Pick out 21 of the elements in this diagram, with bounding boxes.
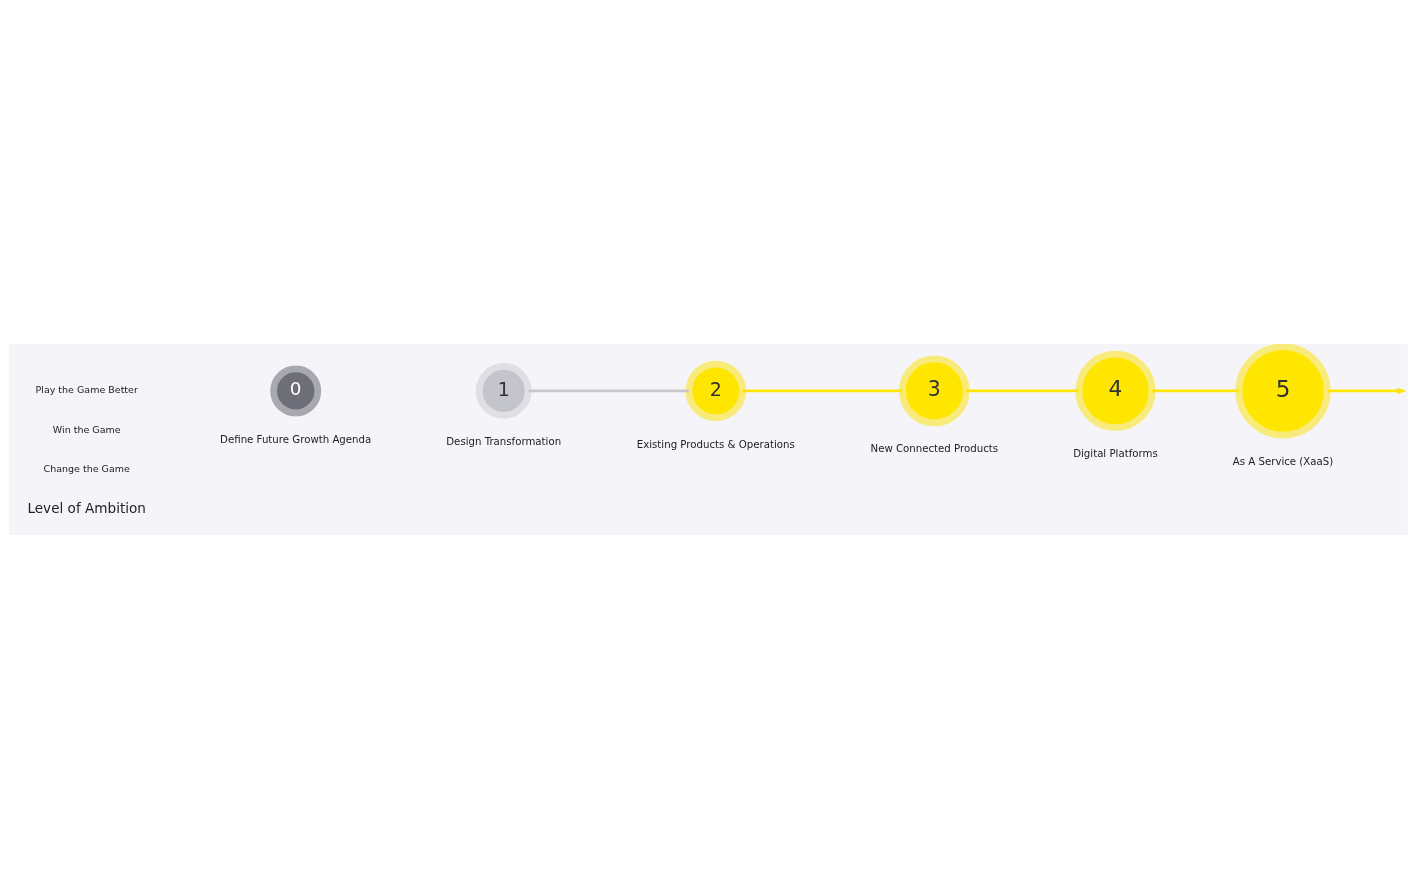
connector — [966, 389, 1079, 392]
label: Play the Game Better — [35, 383, 138, 395]
node-circle: 0 — [270, 364, 322, 416]
node-circle: 5 — [1235, 343, 1331, 438]
node-label: New Connected Products — [870, 442, 999, 454]
connector — [528, 389, 689, 392]
label: Win the Game — [52, 423, 121, 435]
node-circle: 1 — [475, 362, 532, 419]
connector — [742, 389, 903, 392]
node-label: Digital Platforms — [1073, 447, 1158, 459]
connector — [1152, 389, 1239, 392]
node-circle: 4 — [1075, 350, 1156, 431]
label: Change the Game — [43, 462, 130, 474]
node-circle: 3 — [898, 355, 970, 426]
node-label: Define Future Growth Agenda — [220, 433, 372, 445]
arrow — [1327, 387, 1407, 394]
node-label: As A Service (XaaS) — [1232, 455, 1334, 467]
node-label: Design Transformation — [446, 435, 562, 447]
label: Level of Ambition — [27, 499, 146, 516]
node-label: Existing Products & Operations — [636, 438, 795, 450]
node-circle: 2 — [685, 360, 746, 421]
